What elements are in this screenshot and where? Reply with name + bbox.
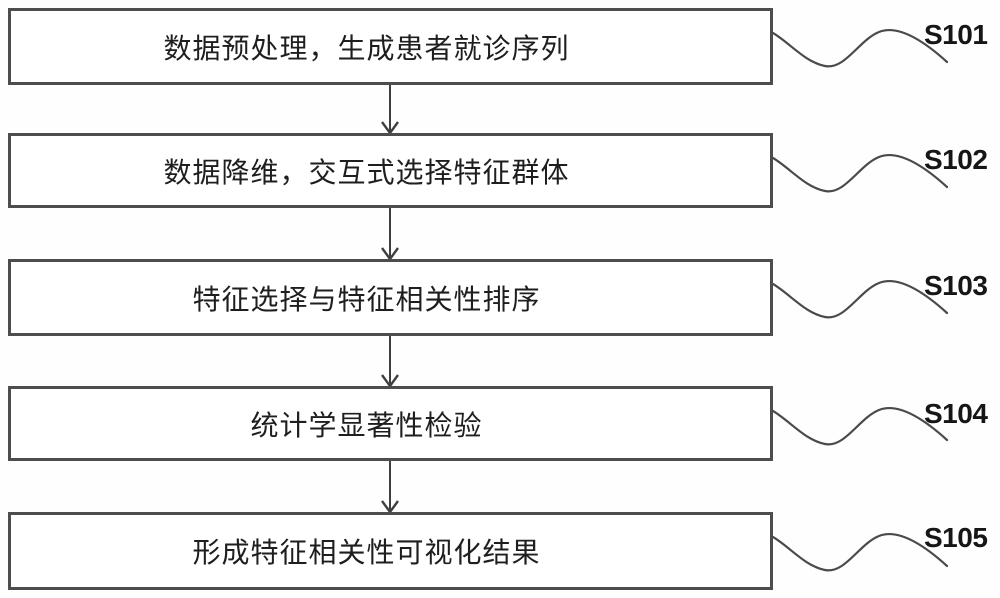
squiggle-connector bbox=[773, 407, 949, 446]
step-text: 数据预处理，生成患者就诊序列 bbox=[163, 32, 570, 64]
step-label: S105 bbox=[924, 522, 988, 553]
squiggle-connector bbox=[773, 29, 949, 68]
squiggle-connector bbox=[773, 154, 949, 193]
step-text: 数据降维，交互式选择特征群体 bbox=[163, 156, 570, 188]
flow-step-box-s105: 形成特征相关性可视化结果 bbox=[8, 512, 773, 590]
down-arrow-icon bbox=[381, 85, 399, 134]
flow-step-box-s103: 特征选择与特征相关性排序 bbox=[8, 259, 773, 336]
step-label: S104 bbox=[924, 398, 988, 429]
squiggle-connector bbox=[773, 280, 949, 319]
step-label: S101 bbox=[924, 19, 988, 50]
flow-step-box-s104: 统计学显著性检验 bbox=[8, 386, 773, 461]
step-text: 特征选择与特征相关性排序 bbox=[192, 283, 541, 315]
down-arrow-icon bbox=[381, 336, 399, 387]
flow-step-box-s102: 数据降维，交互式选择特征群体 bbox=[8, 133, 773, 208]
step-text: 形成特征相关性可视化结果 bbox=[192, 537, 541, 568]
down-arrow-icon bbox=[381, 461, 399, 513]
step-text: 统计学显著性检验 bbox=[250, 409, 483, 441]
down-arrow-icon bbox=[381, 208, 399, 260]
step-label: S102 bbox=[924, 144, 988, 175]
squiggle-connector bbox=[773, 533, 949, 572]
flow-step-box-s101: 数据预处理，生成患者就诊序列 bbox=[8, 8, 773, 85]
step-label: S103 bbox=[924, 270, 988, 301]
